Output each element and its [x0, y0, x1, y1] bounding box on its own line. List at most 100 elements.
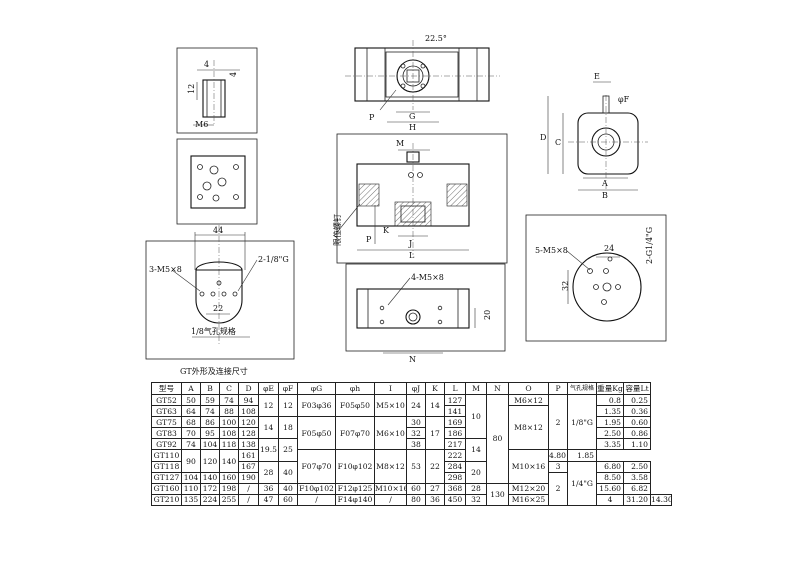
cell-e: 36: [258, 482, 279, 495]
cell-j: 38: [406, 438, 426, 451]
cell-model: GT92: [151, 438, 182, 451]
cell-b: 95: [200, 427, 220, 440]
cell-a: 135: [181, 493, 201, 506]
cell-capacity: 1.10: [623, 438, 651, 451]
th-g: φG: [297, 382, 336, 395]
dim-32: 32: [561, 281, 570, 291]
top-view: G H P 22.5°: [345, 34, 500, 132]
th-weight: 重量Kg: [596, 382, 624, 395]
cell-i: M8×12: [374, 449, 407, 484]
cell-l: 368: [444, 482, 466, 495]
cell-k: 17: [425, 416, 445, 451]
label-2-g1-4: 2-G1/4"G: [645, 227, 654, 264]
dim-j: J: [408, 239, 412, 248]
cell-o: M16×25: [508, 493, 549, 506]
cell-capacity: 0.36: [623, 405, 651, 418]
th-f: φF: [278, 382, 298, 395]
cell-p: 3: [548, 460, 568, 473]
label-5-m5: 5-M5×8: [535, 246, 568, 255]
dim-l: L: [409, 251, 415, 260]
dim-4a: 4: [204, 60, 209, 69]
th-k: K: [425, 382, 445, 395]
cell-l: 450: [444, 493, 466, 506]
port-detail-view: 44 22 3-M5×8 2-1/8"G 1/8气孔规格: [145, 225, 295, 360]
cell-weight: 4.80: [548, 449, 568, 462]
dim-d: D: [540, 133, 546, 142]
cell-c: 100: [219, 416, 239, 429]
cell-c: 198: [219, 482, 239, 495]
cell-a: 68: [181, 416, 201, 429]
cell-k: 14: [425, 393, 445, 418]
cell-d: 167: [238, 460, 259, 473]
th-b: B: [200, 382, 220, 395]
cell-model: GT160: [151, 482, 182, 495]
cell-o: M6×12: [508, 393, 549, 407]
th-o: O: [508, 382, 549, 395]
cell-a: 110: [181, 482, 201, 495]
cell-m: 28: [465, 482, 487, 495]
cell-d: /: [238, 493, 259, 506]
cell-weight: 15.60: [596, 482, 624, 495]
table-row: GT110 90 120 140 161 F07φ70 F10φ102 M8×1…: [151, 449, 672, 484]
cell-j: 32: [406, 427, 426, 440]
cell-model: GT110: [151, 449, 182, 462]
cell-l: 298: [444, 471, 466, 484]
dim-e: E: [594, 72, 600, 81]
cell-p: 2: [548, 393, 568, 451]
cell-l: 141: [444, 405, 466, 418]
cell-g: /: [297, 493, 336, 506]
cell-h: F05φ50: [335, 393, 375, 418]
cell-f: 60: [278, 493, 298, 506]
th-l: L: [444, 382, 466, 395]
label-2-1-8g: 2-1/8"G: [258, 255, 289, 264]
port-face-view: [176, 138, 258, 225]
cell-k: 27: [425, 482, 445, 495]
cell-h: F07φ70: [335, 416, 375, 451]
table-row: GT118 167 28 40 284 20 3 1/4"G 6.80 2.50: [151, 460, 672, 506]
cell-weight: 31.20: [623, 493, 651, 506]
cell-a: 70: [181, 427, 201, 440]
th-model: 型号: [151, 382, 182, 395]
dim-g: G: [409, 112, 415, 121]
dim-4b: 4: [229, 72, 238, 77]
cell-e: 28: [258, 460, 279, 484]
table-row: GT92 74 104 118 138 19.5 25 38 217 14 3.…: [151, 438, 672, 462]
cell-port: 1/8"G: [567, 393, 597, 451]
cell-b: 120: [200, 449, 220, 473]
cell-i: /: [374, 493, 407, 506]
cell-capacity: 3.58: [623, 471, 651, 484]
cell-a: 50: [181, 393, 201, 407]
cell-model: GT83: [151, 427, 182, 440]
shaft-detail-view: 12 4 4 M6: [176, 47, 258, 134]
cell-c: 140: [219, 449, 239, 473]
cell-h: F12φ125: [335, 482, 375, 495]
side-view: E φF D C A B: [540, 72, 648, 200]
cell-b: 104: [200, 438, 220, 451]
cell-a: 104: [181, 471, 201, 484]
cell-capacity: 14.30: [650, 493, 672, 506]
table-title: GT外形及连接尺寸: [180, 367, 248, 376]
label-limit-screw: 限位螺钉: [332, 214, 342, 246]
dim-12: 12: [187, 84, 196, 94]
cell-c: 88: [219, 405, 239, 418]
cell-j: 53: [406, 449, 426, 484]
cell-d: 128: [238, 427, 259, 440]
cell-c: 108: [219, 427, 239, 440]
cell-n: 130: [486, 482, 509, 506]
cell-e: 12: [258, 393, 279, 418]
label-4-m5: 4-M5×8: [411, 273, 444, 282]
dim-20: 20: [483, 310, 492, 320]
cell-c: 160: [219, 471, 239, 484]
cell-d: 120: [238, 416, 259, 429]
cell-l: 284: [444, 460, 466, 473]
cell-p: 4: [596, 493, 624, 506]
cell-e: 19.5: [258, 438, 279, 462]
cell-h: F14φ140: [335, 493, 375, 506]
cell-l: 186: [444, 427, 466, 440]
cell-model: GT52: [151, 393, 182, 407]
cell-i: M10×16: [374, 482, 407, 495]
cell-d: 94: [238, 393, 259, 407]
cell-l: 127: [444, 393, 466, 407]
dim-k: K: [383, 226, 390, 235]
cell-weight: 1.35: [596, 405, 624, 418]
